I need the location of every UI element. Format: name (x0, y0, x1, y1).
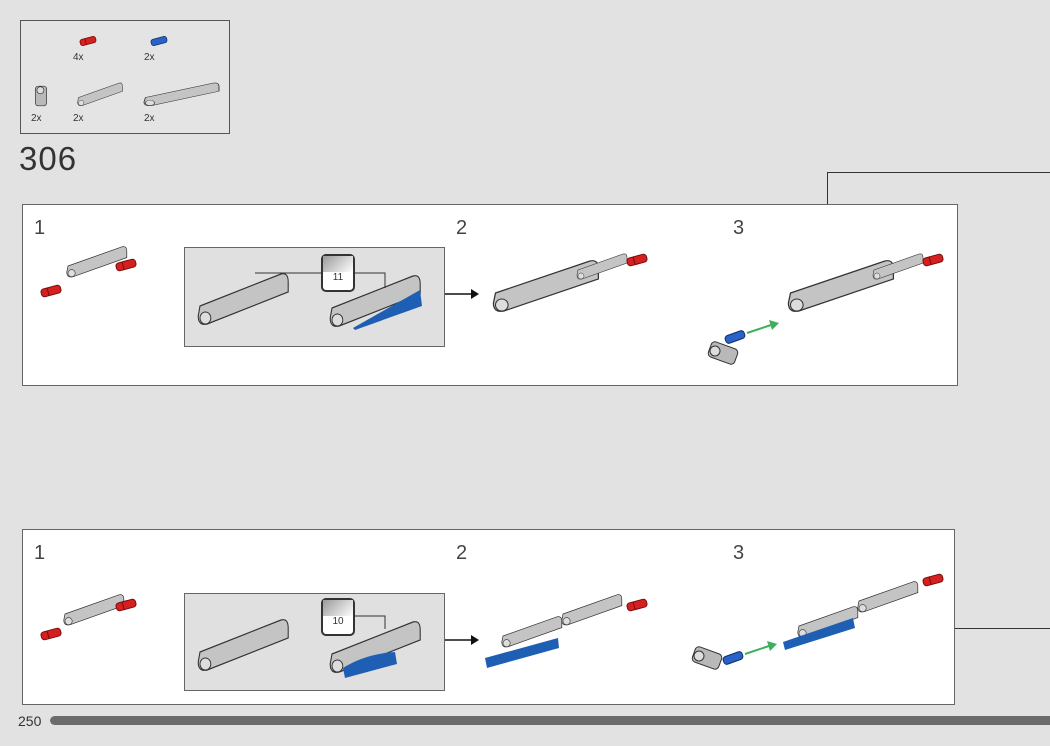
substep-number: 3 (733, 542, 745, 564)
part-qty: 2x (31, 113, 42, 124)
part-qty: 4x (73, 52, 84, 63)
substep-number: 1 (34, 217, 46, 239)
substep-number: 2 (456, 217, 468, 239)
assembly-panel-1: 1 2 3 11 (22, 204, 958, 386)
connector-icon (28, 82, 54, 110)
sticker-callout: 11 (184, 247, 445, 347)
assembly-illustration-2 (39, 573, 945, 671)
short-panel-icon (77, 82, 123, 107)
sticker-callout: 10 (184, 593, 445, 691)
substep-number: 3 (733, 217, 745, 239)
long-panel-icon (143, 82, 220, 107)
part-qty: 2x (73, 113, 84, 124)
panel-icon (197, 273, 289, 325)
sticker-number: 11 (332, 272, 344, 283)
assembly-panel-2: 1 2 3 10 (22, 529, 955, 705)
sticker-area (353, 290, 422, 330)
red-pin-icon (79, 35, 97, 47)
progress-fill (50, 716, 1050, 725)
step-number: 306 (19, 140, 78, 177)
part-qty: 2x (144, 52, 155, 63)
assembly-illustration-1 (39, 246, 945, 366)
page-number: 250 (18, 713, 42, 729)
blue-pin-icon (150, 35, 168, 47)
substep-number: 2 (456, 542, 468, 564)
sticker-badge: 10 (321, 598, 355, 636)
sticker-number: 10 (332, 616, 344, 627)
connector-line (954, 628, 1050, 629)
connector-line (827, 172, 1050, 173)
progress-bar (50, 716, 1050, 725)
connector-line (827, 172, 828, 205)
parts-illustration (28, 35, 220, 110)
parts-list: 4x 2x 2x 2x 2x (20, 20, 230, 134)
sticker-badge: 11 (321, 254, 355, 292)
substep-number: 1 (34, 542, 46, 564)
part-qty: 2x (144, 113, 155, 124)
